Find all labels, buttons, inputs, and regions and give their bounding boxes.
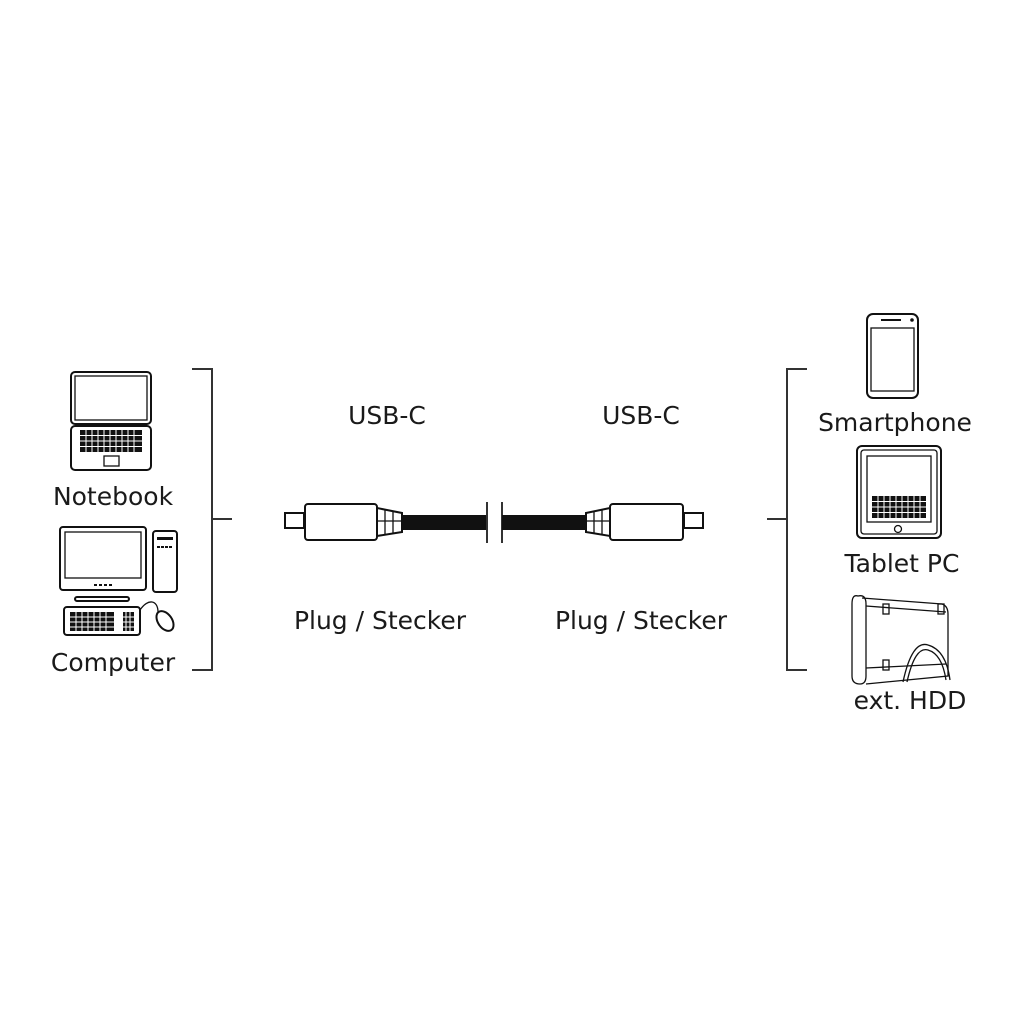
external-hdd-icon (851, 595, 951, 685)
right-connector-type: USB-C (602, 401, 680, 430)
right-bracket (767, 368, 807, 671)
laptop-icon (70, 371, 152, 471)
desktop-computer-icon (59, 526, 178, 636)
left-connector-type: USB-C (348, 401, 426, 430)
usb-c-cable-icon (284, 502, 704, 543)
right-plug-icon (585, 503, 704, 541)
left-bracket (192, 368, 232, 671)
left-connector-kind: Plug / Stecker (294, 606, 467, 635)
notebook-label: Notebook (53, 482, 174, 511)
left-plug-icon (284, 503, 403, 541)
hdd-label: ext. HDD (854, 686, 967, 715)
smartphone-label: Smartphone (818, 408, 972, 437)
tablet-label: Tablet PC (844, 549, 960, 578)
right-connector-kind: Plug / Stecker (555, 606, 728, 635)
computer-label: Computer (51, 648, 176, 677)
tablet-icon (856, 445, 942, 539)
smartphone-icon (866, 313, 919, 399)
